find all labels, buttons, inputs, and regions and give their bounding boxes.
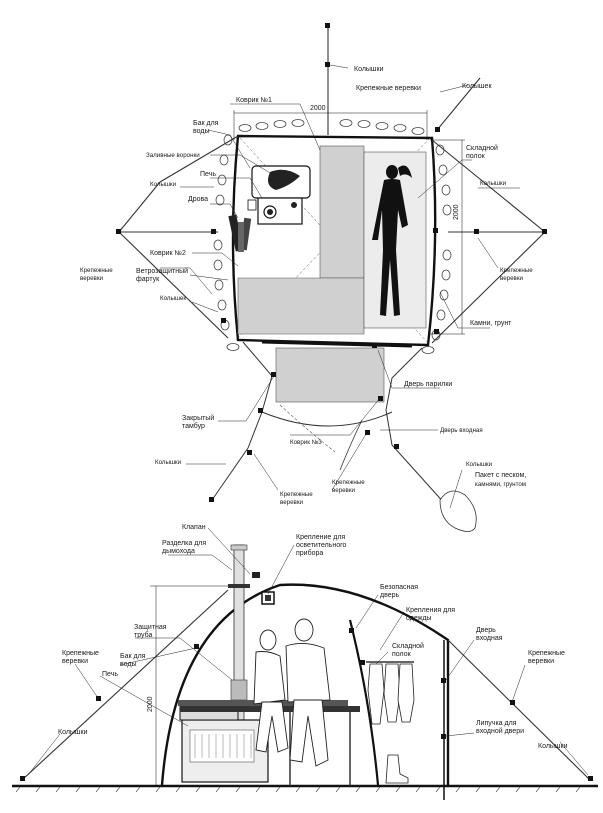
label-safe-door-b: дверь <box>380 592 400 599</box>
label-entry-door-b-side: входная <box>476 635 503 642</box>
stove-top <box>247 165 311 225</box>
valve-icon <box>252 572 260 578</box>
label-fold-shelf-a-top: Складной <box>466 144 498 152</box>
label-water-tank-b-side: воды <box>120 661 137 668</box>
label-ropes-left-a: Крепежные <box>80 267 113 274</box>
firewood-icon <box>228 214 252 252</box>
label-ropes-left-b-side: веревки <box>62 658 88 665</box>
label-pegs-right: Колышки <box>480 180 507 187</box>
label-firewood: Дрова <box>188 196 208 203</box>
label-pegs-bottom-left: Колышки <box>155 459 182 466</box>
label-valve: Клапан <box>182 524 206 531</box>
label-lamp-mount-c: прибора <box>296 549 323 557</box>
label-fold-shelf-b-top: полок <box>466 153 486 160</box>
label-water-tank-b: воды <box>193 128 210 135</box>
rug-2 <box>237 277 365 335</box>
label-fold-shelf-a-side: Складной <box>392 642 424 650</box>
peg-top-right <box>435 127 440 132</box>
label-ropes-right-a-side: Крепежные <box>528 650 565 657</box>
label-fold-shelf-b-side: полок <box>392 651 412 658</box>
label-ropes-bottom2-a: Крепежные <box>332 479 365 486</box>
label-pegs-top: Колышки <box>354 66 384 73</box>
label-water-tank-a: Бак для <box>193 120 219 127</box>
label-peg-left: Колышек <box>160 295 186 302</box>
label-clothes-mount-a: Крепления для <box>406 607 455 614</box>
rug-1 <box>319 145 365 279</box>
label-ropes-left-b: веревки <box>80 275 104 282</box>
people-figures <box>253 618 331 767</box>
label-lamp-mount-b: осветительного <box>296 542 346 549</box>
label-ropes-right-a: Крепежные <box>500 267 533 274</box>
label-pegs-bottom-right: Колышки <box>466 461 493 468</box>
label-water-tank-a-side: Бак для <box>120 653 146 660</box>
label-sand-bag-a: Пакет с песком, <box>475 472 526 479</box>
label-chimney-cut-a: Разделка для <box>162 540 206 547</box>
label-clothes-mount-b: одежды <box>406 615 431 622</box>
boots-icon <box>385 754 409 784</box>
label-ropes-bottom2-b: веревки <box>332 487 356 494</box>
label-velcro-a: Липучка для <box>476 720 517 727</box>
label-entry-door-top: Дверь входная <box>440 427 483 434</box>
label-shield-pipe-b: труба <box>134 631 152 639</box>
label-rug1: Коврик №1 <box>236 97 272 104</box>
label-rug2: Коврик №2 <box>150 250 186 257</box>
rug-3 <box>275 347 385 403</box>
label-stove-side: Печь <box>102 671 118 678</box>
label-shield-pipe-a: Защитная <box>134 624 167 631</box>
label-closed-vestibule-b: тамбур <box>182 422 205 430</box>
peg-left <box>116 229 121 234</box>
label-chimney-cut-b: дымохода <box>162 548 195 555</box>
label-sand-bag-b: камнями, грунтом <box>475 481 526 488</box>
label-ropes-bottom-b: веревки <box>280 499 304 506</box>
label-peg-top-right: Колышек <box>462 83 492 90</box>
top-view: Колышки Крепежные веревки Колышек Коврик… <box>80 23 547 532</box>
label-rug3: Коврик №3 <box>290 439 322 446</box>
label-fill-funnels: Заливные воронки <box>146 152 200 159</box>
side-view: Клапан Разделка для дымохода Крепление д… <box>12 524 598 800</box>
clothes-hanging <box>366 661 415 725</box>
label-width-dim: 2000 <box>310 105 326 112</box>
label-stones: Камни, грунт <box>470 320 512 327</box>
label-steam-door: Дверь парилки <box>404 381 452 388</box>
label-ropes-right-b-side: веревки <box>528 658 554 665</box>
label-lamp-mount-a: Крепление для <box>296 534 345 541</box>
label-entry-door-a-side: Дверь <box>476 627 496 634</box>
label-pegs-right-side: Колышки <box>538 743 568 750</box>
label-ropes-left-a-side: Крепежные <box>62 650 99 657</box>
person-silhouette <box>372 165 412 316</box>
sand-bag-icon <box>439 490 477 532</box>
label-height-dim-side: 2000 <box>147 696 154 712</box>
label-velcro-b: входной двери <box>476 727 524 735</box>
label-windshield-a: Ветрозащитный <box>136 267 188 275</box>
label-pegs-left: Колышки <box>150 181 177 188</box>
label-closed-vestibule-a: Закрытый <box>182 414 214 422</box>
label-height-dim-top: 2000 <box>453 204 460 220</box>
label-safe-door-a: Безопасная <box>380 584 418 591</box>
stove-side <box>178 700 348 783</box>
tent-arc <box>160 583 450 786</box>
label-ropes-bottom-a: Крепежные <box>280 491 313 498</box>
label-ropes-right-b: веревки <box>500 275 524 282</box>
peg-right <box>542 229 547 234</box>
label-pegs-left-side: Колышки <box>58 729 88 736</box>
peg-top <box>325 23 330 28</box>
label-ropes-top: Крепежные веревки <box>356 85 421 92</box>
label-windshield-b: фартук <box>136 276 160 283</box>
label-stove-top: Печь <box>200 171 216 178</box>
